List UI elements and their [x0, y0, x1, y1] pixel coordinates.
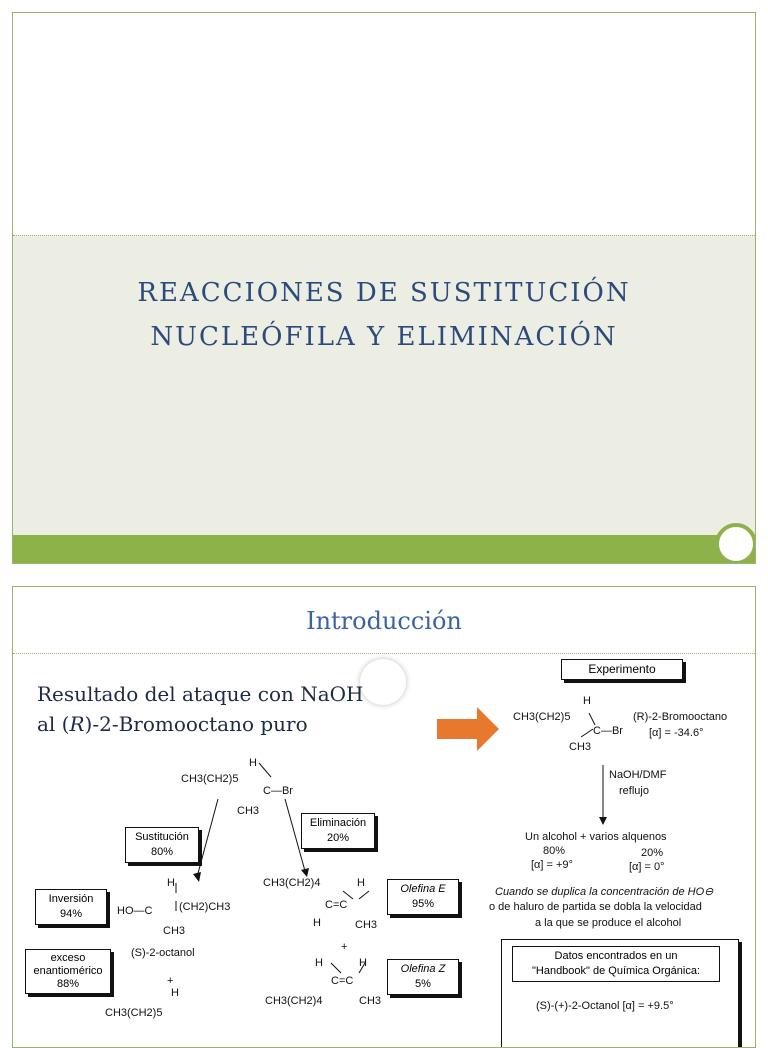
reactant-chain: CH3(CH2)5 — [181, 773, 239, 785]
olefin-z-cc: C=C — [331, 975, 354, 987]
bottom-h: H — [171, 987, 179, 999]
exp-result-rot-2: [α] = 0° — [629, 861, 665, 873]
exp-h: H — [583, 695, 591, 707]
bottom-chain: CH3(CH2)5 — [105, 1007, 163, 1019]
exp-result-pct-1: 80% — [543, 845, 566, 857]
reaction-arrows — [175, 712, 607, 974]
handbook-box: Datos encontrados en un "Handbook" de Qu… — [501, 939, 739, 1047]
title-slide: Reacciones de sustitución nucleófila y e… — [12, 12, 756, 564]
box-label: Eliminación — [309, 817, 367, 829]
olefin-e-cc: C=C — [325, 899, 348, 911]
exp-conditions-2: reflujo — [619, 785, 649, 797]
slide-header: Introducción — [13, 587, 755, 654]
exp-note-2: o de haluro de partida se dobla la veloc… — [489, 901, 702, 913]
olefin-z-chain: CH3(CH2)4 — [265, 995, 323, 1007]
reactant-ch3: CH3 — [237, 805, 260, 817]
slide-title: Introducción — [306, 607, 462, 635]
box-olefina-z: Olefina Z 5% — [387, 959, 459, 995]
exp-rotation: [α] = -34.6° — [649, 727, 704, 739]
handbook-line-2: "Handbook" de Química Orgánica: — [531, 965, 700, 977]
title-band — [13, 235, 755, 536]
bottom-plus: + — [167, 975, 174, 987]
box-label: Olefina Z — [400, 963, 446, 975]
exp-name: (R)-2-Bromooctano — [633, 711, 728, 723]
intro-slide: Introducción Resultado del ataque con Na… — [12, 586, 756, 1048]
olefin-e-chain: CH3(CH2)4 — [263, 877, 321, 889]
exp-ch3: CH3 — [569, 741, 592, 753]
olefin-z-ch3: CH3 — [359, 995, 382, 1007]
box-value: 80% — [150, 846, 174, 858]
prod-ho: HO—C — [117, 905, 153, 917]
intro-post: )-2-Bromooctano puro — [84, 712, 308, 736]
box-label: Olefina E — [400, 883, 446, 895]
olefin-e-h2: H — [313, 917, 321, 929]
exp-result-rot-1: [α] = +9° — [531, 859, 573, 871]
decorative-circle-icon — [360, 659, 406, 705]
box-value: 5% — [415, 978, 431, 990]
slide-title: Reacciones de sustitución nucleófila y e… — [13, 271, 755, 359]
reactant-h: H — [249, 757, 257, 769]
exp-result-pct-2: 20% — [641, 847, 664, 859]
box-eliminacion: Eliminación 20% — [301, 813, 375, 849]
title-line-2: nucleófila y eliminación — [150, 322, 618, 352]
plus-sign: + — [341, 941, 348, 953]
handbook-header: Datos encontrados en un "Handbook" de Qu… — [512, 946, 720, 982]
intro-r: R — [69, 712, 85, 736]
decorative-circle-icon — [715, 523, 755, 563]
footer-bar — [13, 535, 755, 563]
prod-h: H — [167, 877, 175, 889]
exp-chain: CH3(CH2)5 — [513, 711, 571, 723]
intro-pre: al ( — [37, 712, 70, 736]
right-arrow-icon — [437, 707, 499, 751]
box-exceso: exceso enantiomérico 88% — [25, 949, 111, 994]
exp-note-3: a la que se produce el alcohol — [535, 917, 682, 929]
box-value: 94% — [59, 908, 83, 920]
exp-result-line: Un alcohol + varios alquenos — [525, 831, 667, 843]
box-value: 88% — [56, 978, 80, 990]
reactant-cbr: C—Br — [263, 785, 293, 797]
olefin-z-h2: H — [359, 957, 367, 969]
intro-line-1: Resultado del ataque con NaOH — [37, 682, 364, 706]
olefin-e-ch3: CH3 — [355, 919, 378, 931]
exp-conditions-1: NaOH/DMF — [609, 769, 667, 781]
box-label: Inversión — [48, 893, 94, 905]
box-sustitucion: Sustitución 80% — [125, 827, 199, 863]
handbook-line-1: Datos encontrados en un — [554, 950, 678, 962]
box-value: 20% — [326, 832, 350, 844]
prod-ch3: CH3 — [163, 925, 186, 937]
prod-chain: (CH2)CH3 — [179, 901, 231, 913]
exp-cbr: C—Br — [593, 725, 623, 737]
box-value: 95% — [411, 898, 435, 910]
exp-note-1: Cuando se duplica la concentración de HO… — [495, 886, 714, 898]
olefin-z-h: H — [315, 957, 323, 969]
intro-text: Resultado del ataque con NaOH al (R)-2-B… — [37, 679, 397, 739]
handbook-line-3: (S)-(+)-2-Octanol [α] = +9.5° — [536, 1000, 674, 1012]
box-label: exceso — [50, 952, 86, 964]
box-label-2: enantiomérico — [33, 965, 103, 977]
s-octanol-label: (S)-2-octanol — [131, 947, 195, 959]
box-experimento: Experimento — [561, 659, 683, 680]
box-label: Sustitución — [135, 831, 189, 843]
box-olefina-e: Olefina E 95% — [387, 879, 459, 915]
olefin-e-h: H — [357, 877, 365, 889]
intro-line-2: al (R)-2-Bromooctano puro — [37, 709, 397, 739]
title-line-1: Reacciones de sustitución — [137, 278, 631, 308]
box-inversion: Inversión 94% — [35, 889, 107, 925]
